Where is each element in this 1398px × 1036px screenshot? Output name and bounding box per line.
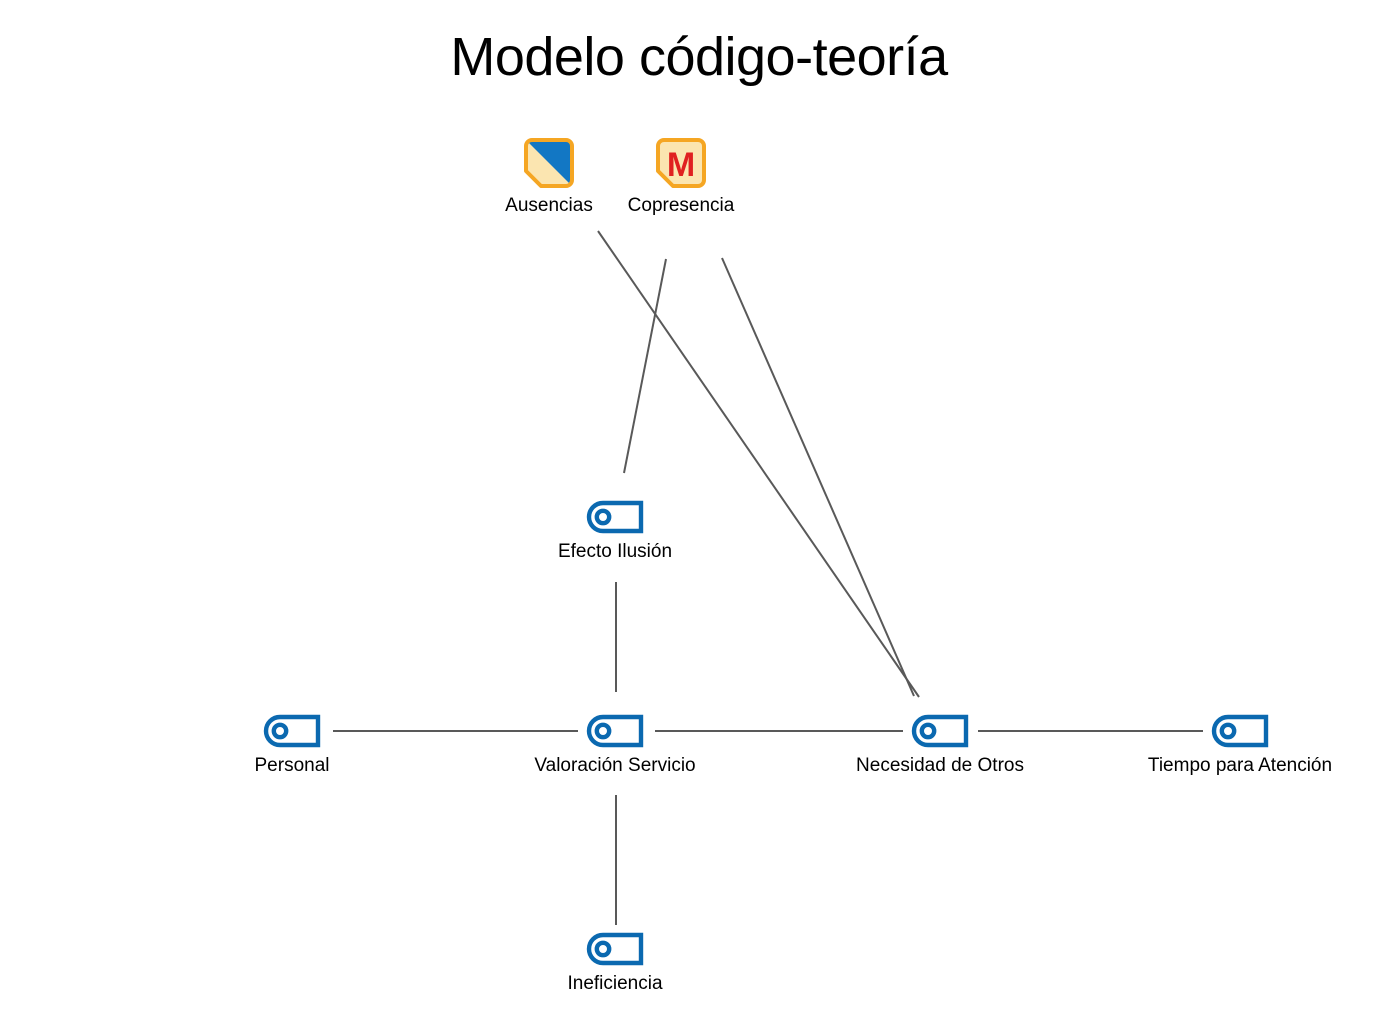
code-tag-icon [911, 714, 969, 748]
code-node-label: Ineficiencia [567, 973, 663, 994]
edges-group [333, 230, 1203, 925]
code-node-label: Valoración Servicio [534, 755, 696, 776]
edge-copresencia-efecto[interactable] [623, 258, 667, 474]
memo-m-icon: M [656, 138, 706, 188]
code-node-label: Efecto Ilusión [557, 541, 673, 562]
code-tag-icon [586, 932, 644, 966]
page-title: Modelo código-teoría [450, 27, 948, 87]
code-node-label: Personal [254, 755, 330, 776]
document-node-label: Copresencia [627, 195, 735, 216]
code-node-label: Tiempo para Atención [1147, 755, 1333, 776]
code-node-label: Necesidad de Otros [856, 755, 1024, 776]
document-node-label: Ausencias [505, 195, 593, 216]
document-split-icon [524, 138, 574, 188]
code-tag-icon [586, 714, 644, 748]
edge-ausencias-necesidad[interactable] [597, 230, 920, 698]
code-tag-icon [586, 500, 644, 534]
edge-copresencia-necesidad[interactable] [721, 257, 915, 697]
code-tag-icon [263, 714, 321, 748]
code-tag-icon [1211, 714, 1269, 748]
svg-text:M: M [667, 146, 695, 184]
